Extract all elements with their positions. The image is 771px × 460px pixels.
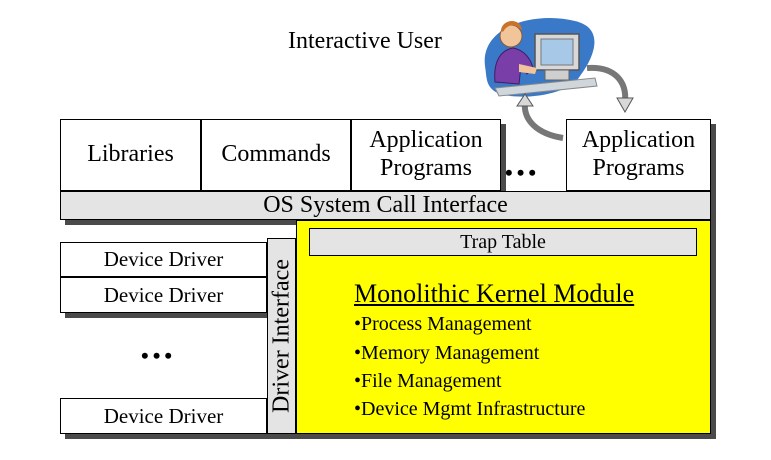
driver-ellipsis: ••• <box>141 343 177 368</box>
application-programs-box: Application Programs <box>351 119 501 191</box>
interactive-user-label: Interactive User <box>288 28 442 54</box>
os-system-call-interface: OS System Call Interface <box>60 191 711 220</box>
driver-interface-label: Driver Interface <box>268 259 294 413</box>
device-driver-box: Device Driver <box>60 242 267 277</box>
trap-table: Trap Table <box>309 228 697 256</box>
kernel-bullet: •File Management <box>354 370 502 392</box>
kernel-bullet: •Device Mgmt Infrastructure <box>354 398 586 420</box>
commands-box: Commands <box>201 119 351 191</box>
libraries-box: Libraries <box>60 119 201 191</box>
user-at-computer-icon <box>484 18 634 141</box>
application-programs-box-2: Application Programs <box>566 119 711 191</box>
device-driver-box: Device Driver <box>60 398 267 434</box>
device-driver-box: Device Driver <box>60 277 267 313</box>
top-row-ellipsis: ••• <box>505 160 541 185</box>
kernel-title: Monolithic Kernel Module <box>354 279 635 308</box>
kernel-bullet: •Memory Management <box>354 342 540 364</box>
monolithic-kernel-module: Trap Table Monolithic Kernel Module •Pro… <box>296 220 711 434</box>
driver-interface-bar: Driver Interface <box>267 238 296 434</box>
kernel-bullet: •Process Management <box>354 313 532 335</box>
